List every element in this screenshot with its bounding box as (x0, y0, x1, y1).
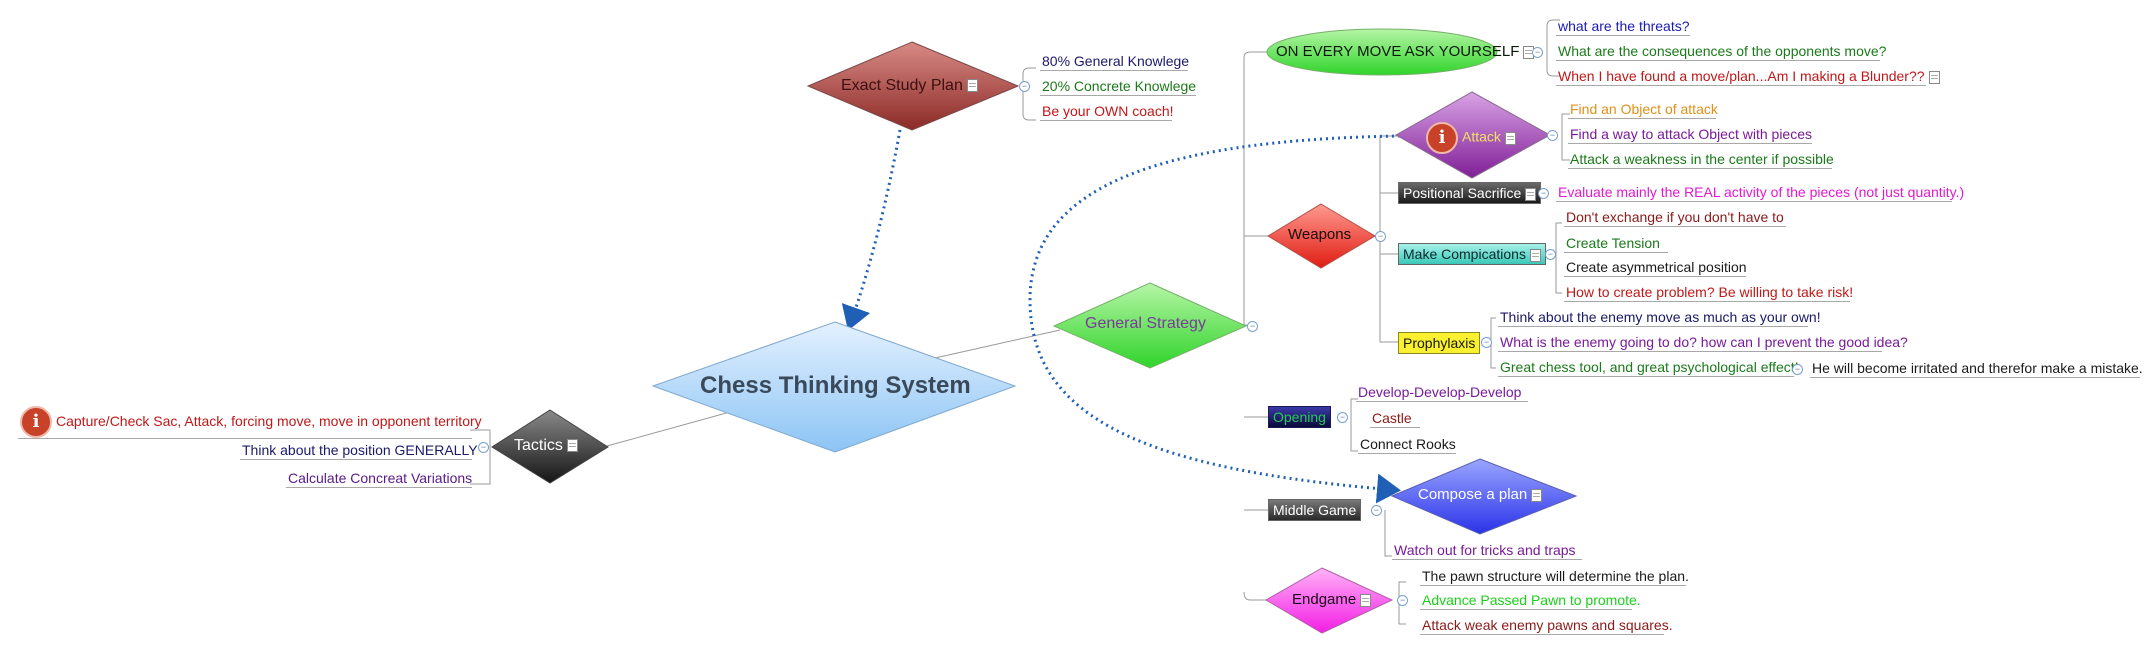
complications-node[interactable]: Make Compications (1398, 243, 1546, 265)
study-plan-item-2: 20% Concrete Knowlege (1040, 78, 1197, 96)
study-plan-item-3: Be your OWN coach! (1040, 103, 1174, 121)
complications-item-2: Create Tension (1564, 234, 1668, 253)
endgame-node[interactable]: Endgame (1290, 591, 1373, 609)
tactics-node[interactable]: Tactics (512, 437, 580, 455)
collapse-toggle-middle-game[interactable]: − (1371, 505, 1382, 516)
every-move-node[interactable]: ON EVERY MOVE ASK YOURSELF (1274, 43, 1536, 61)
cross-links (841, 129, 1401, 504)
info-icon: i (1426, 122, 1458, 154)
endgame-shape[interactable] (1265, 567, 1394, 634)
collapse-toggle-weapons[interactable]: − (1375, 231, 1386, 242)
complications-item-3: Create asymmetrical position (1564, 259, 1747, 277)
collapse-toggle-tactics[interactable]: − (478, 442, 489, 453)
general-strategy-label[interactable]: General Strategy (1085, 315, 1206, 332)
study-plan-item-1: 80% General Knowlege (1040, 53, 1190, 71)
opening-item-2: Castle (1370, 409, 1420, 428)
opening-item-1: Develop-Develop-Develop (1356, 383, 1528, 402)
collapse-toggle-endgame[interactable]: − (1397, 595, 1408, 606)
tactics-label: Tactics (514, 437, 563, 454)
prophylaxis-item-1: Think about the enemy move as much as yo… (1498, 309, 1821, 327)
central-node-shape[interactable] (651, 321, 1017, 453)
connector-lines (470, 19, 1570, 625)
endgame-label: Endgame (1292, 591, 1357, 608)
collapse-toggle-attack[interactable]: − (1547, 130, 1558, 141)
collapse-toggle-opening[interactable]: − (1337, 412, 1348, 423)
weapons-label[interactable]: Weapons (1288, 226, 1352, 243)
attack-shape[interactable] (1394, 91, 1552, 179)
note-icon[interactable] (1529, 248, 1541, 262)
complications-label: Make Compications (1403, 246, 1526, 262)
positional-sacrifice-label: Positional Sacrifice (1403, 185, 1522, 201)
collapse-toggle-prophylaxis[interactable]: − (1481, 337, 1492, 348)
positional-sacrifice-node[interactable]: Positional Sacrifice (1398, 182, 1542, 204)
study-plan-shape[interactable] (806, 41, 1020, 131)
collapse-toggle-positional-sacrifice[interactable]: − (1538, 188, 1549, 199)
study-plan-node[interactable]: Exact Study Plan (839, 77, 980, 95)
compose-plan-label: Compose a plan (1418, 486, 1528, 503)
central-topic-label[interactable]: Chess Thinking System (700, 372, 971, 399)
weapons-shape[interactable] (1267, 203, 1376, 269)
note-icon[interactable] (1928, 70, 1940, 84)
prophylaxis-item-3: Great chess tool, and great psychologica… (1498, 359, 1799, 377)
middle-game-label[interactable]: Middle Game (1268, 499, 1362, 521)
note-icon[interactable] (1504, 131, 1516, 145)
tactics-shape[interactable] (491, 409, 609, 484)
endgame-item-2: Advance Passed Pawn to promote. (1420, 592, 1641, 610)
endgame-item-1: The pawn structure will determine the pl… (1420, 568, 1689, 586)
every-move-item-1: what are the threats? (1556, 18, 1690, 36)
collapse-toggle-complications[interactable]: − (1545, 249, 1556, 260)
collapse-toggle-study-plan[interactable]: − (1019, 81, 1030, 92)
note-icon[interactable] (1525, 187, 1537, 201)
general-strategy-shape[interactable] (1052, 282, 1248, 369)
note-icon[interactable] (966, 79, 978, 93)
note-icon[interactable] (1531, 488, 1543, 502)
collapse-toggle-general-strategy[interactable]: − (1247, 321, 1258, 332)
study-plan-label: Exact Study Plan (841, 77, 963, 94)
note-icon[interactable] (566, 439, 578, 453)
complications-item-4: How to create problem? Be willing to tak… (1564, 284, 1854, 302)
note-icon[interactable] (1360, 593, 1372, 607)
tactics-item-2: Think about the position GENERALLY (240, 442, 478, 460)
every-move-item-3: When I have found a move/plan...Am I mak… (1556, 67, 1940, 86)
attack-item-1: Find an Object of attack (1568, 101, 1718, 119)
attack-item-2: Find a way to attack Object with pieces (1568, 126, 1812, 144)
opening-item-3: Connect Rooks (1358, 436, 1456, 454)
tactics-item-3: Calculate Concreat Variations (286, 470, 473, 488)
every-move-item-2: What are the consequences of the opponen… (1556, 43, 1887, 61)
middle-game-item-1: Watch out for tricks and traps (1392, 541, 1582, 560)
compose-plan-shape[interactable] (1390, 458, 1578, 535)
endgame-item-3: Attack weak enemy pawns and squares. (1420, 617, 1673, 635)
prophylaxis-label[interactable]: Prophylaxis (1398, 332, 1481, 354)
every-move-shape[interactable] (1266, 28, 1498, 76)
positional-sacrifice-item-1: Evaluate mainly the REAL activity of the… (1556, 184, 1965, 202)
complications-item-1: Don't exchange if you don't have to (1564, 208, 1786, 227)
attack-label: Attack (1462, 128, 1501, 145)
compose-plan-node[interactable]: Compose a plan (1416, 486, 1544, 504)
prophylaxis-item-2: What is the enemy going to do? how can I… (1498, 334, 1908, 352)
opening-label[interactable]: Opening (1268, 406, 1331, 428)
collapse-toggle-prophylaxis-item[interactable]: − (1792, 364, 1803, 375)
prophylaxis-subitem: He will become irritated and therefor ma… (1810, 360, 2143, 378)
info-icon: i (20, 406, 52, 439)
collapse-toggle-every-move[interactable]: − (1532, 47, 1543, 58)
attack-item-3: Attack a weakness in the center if possi… (1568, 151, 1834, 169)
every-move-label: ON EVERY MOVE ASK YOURSELF (1276, 43, 1520, 60)
